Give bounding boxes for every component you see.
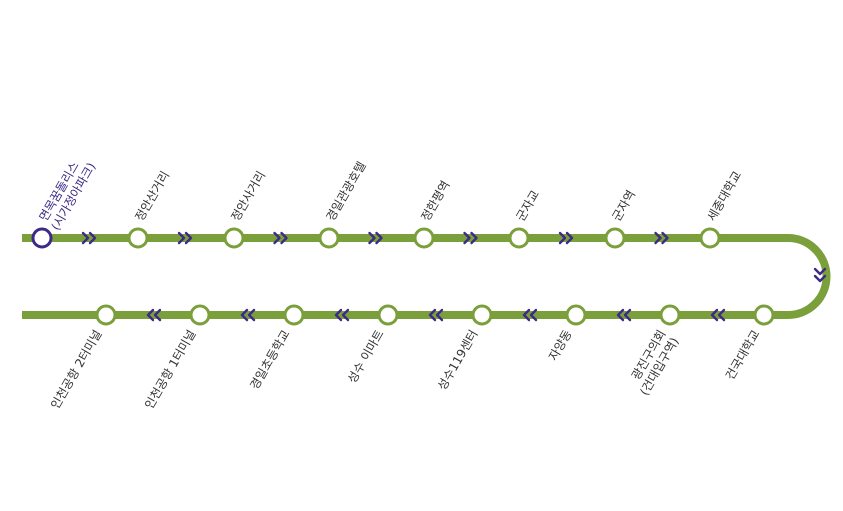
station-marker [283,304,305,326]
station-name: 정한평역 [418,178,452,223]
station-marker [95,304,117,326]
station-label: 경일초등학교 [247,328,292,392]
station-name: 군자교 [513,188,542,224]
direction-arrow [146,308,162,322]
station-label: 인천공항 1터미널 [141,327,198,411]
direction-arrow [558,231,574,245]
station-marker [471,304,493,326]
direction-arrow [81,231,97,245]
station-label: 면목꿈돌리스(시가정아파크) [36,159,98,233]
station-label: 정안산거리 [132,169,172,224]
station-label: 인천공항 2터미널 [47,327,104,411]
direction-arrow [177,231,193,245]
station-marker [508,227,530,249]
station-name: 세종대학교 [704,169,744,224]
route-line [22,234,831,319]
direction-arrow [273,231,288,245]
direction-arrow [428,308,444,322]
station-marker [604,227,626,249]
station-label: 경일관광호텔 [323,159,368,223]
station-marker [565,304,587,326]
station-name: 정안사거리 [228,169,268,224]
stations [31,227,775,326]
station-labels: 면목꿈돌리스(시가정아파크) 정안산거리 정안사거리 경일관광호텔 정한평역 군자교 군자역… [36,159,763,411]
station-name: 인천공항 2터미널 [47,327,104,411]
direction-arrow [522,308,538,322]
direction-arrow [813,267,827,283]
station-label: 군자역 [609,188,638,224]
station-label: 군자교 [513,188,542,224]
station-name: 성수119센터 [435,328,481,393]
direction-arrow [463,231,478,245]
station-marker [659,304,681,326]
station-name: 인천공항 1터미널 [141,327,198,411]
station-marker [377,304,399,326]
station-marker [189,304,211,326]
station-label: 자양동 [546,328,575,364]
direction-arrow [368,231,383,245]
station-label: 성수 이마트 [345,328,387,386]
station-label: 성수119센터 [435,328,481,393]
station-name: 자양동 [546,328,575,364]
station-label: 정안사거리 [228,169,268,224]
station-name: 군자역 [609,188,638,224]
station-marker [753,304,775,326]
station-label: 세종대학교 [704,169,744,224]
direction-arrow [334,308,350,322]
station-name: 건국대학교 [723,328,763,383]
direction-arrow [710,308,726,322]
station-marker [127,227,149,249]
direction-arrow [654,231,669,245]
station-name: 정안산거리 [132,169,172,224]
direction-arrows [81,231,827,322]
station-label: 건국대학교 [723,328,763,383]
direction-arrow [616,308,632,322]
station-marker [31,227,53,249]
station-marker [413,227,435,249]
station-marker [223,227,245,249]
station-label: 정한평역 [418,178,452,223]
station-label: 광진구의회(건대입구역) [629,328,682,398]
station-marker [318,227,340,249]
station-name: 경일초등학교 [247,328,292,392]
station-name: 성수 이마트 [345,328,387,386]
station-name: 경일관광호텔 [323,159,368,223]
direction-arrow [240,308,256,322]
station-marker [699,227,721,249]
